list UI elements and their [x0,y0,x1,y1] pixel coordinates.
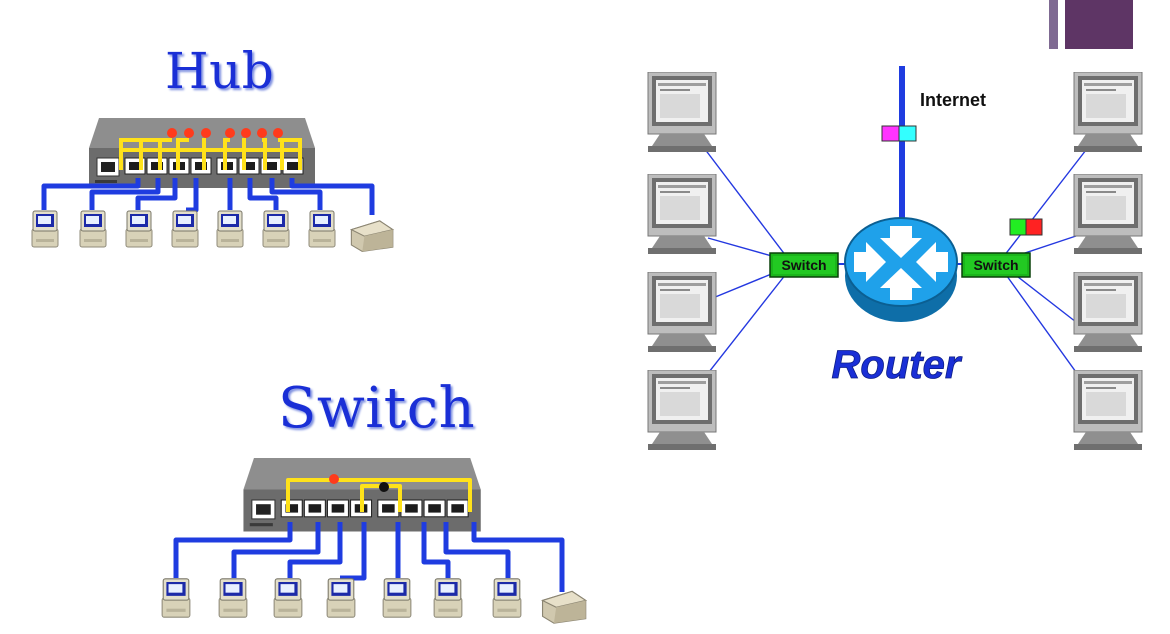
switch-printer-icon [541,590,587,624]
switch-pc-icon [433,578,463,618]
hub-title: Hub [165,42,275,100]
hub-pc-icon [216,210,244,248]
router-label: Router [832,343,963,387]
switch-pc-icon [492,578,522,618]
hub-pc-icon [125,210,153,248]
hub-pc-icon [79,210,107,248]
monitor-icon [1073,370,1143,451]
switch-pc-icon [161,578,191,618]
router-right-pcs [1073,72,1143,451]
left-switch-box: Switch [769,252,839,278]
packet-cyan [898,125,917,142]
router-diagram: Internet Switch Switch [647,66,1143,451]
right-switch-label: Switch [973,257,1018,273]
hub-pc-icon [308,210,336,248]
left-switch-label: Switch [781,257,826,273]
switch-pc-icon [326,578,356,618]
right-switch-box: Switch [961,252,1031,278]
slide-accent-bar [1049,0,1058,49]
switch-pc-icon [382,578,412,618]
hub-diagram [31,118,394,253]
monitor-icon [1073,272,1143,353]
switch-pcs [161,578,587,624]
switch-pc-icon [218,578,248,618]
switch-pc-icon [273,578,303,618]
monitor-icon [647,72,717,153]
hub-pc-icon [31,210,59,248]
monitor-icon [647,370,717,451]
switch-diagram [161,458,587,624]
packet-green [1009,218,1027,236]
switch-signal-dot-red [329,474,339,484]
switch-title: Switch [278,376,476,441]
monitor-icon [1073,174,1143,255]
router-left-pcs [647,72,717,451]
packet-magenta [881,125,900,142]
hub-cables [41,178,375,215]
monitor-icon [1073,72,1143,153]
router-icon [844,217,958,322]
monitor-icon [647,174,717,255]
hub-dot-links [119,138,302,160]
hub-pc-icon [171,210,199,248]
switch-cables [173,522,565,592]
slide-accent-block [1065,0,1133,49]
switch-signal-dot-black [379,482,389,492]
hub-signal-dots [167,128,283,138]
internet-label: Internet [920,90,986,110]
hub-pcs [31,210,394,253]
hub-pc-icon [262,210,290,248]
packet-red [1025,218,1043,236]
hub-printer-icon [350,220,394,253]
monitor-icon [647,272,717,353]
